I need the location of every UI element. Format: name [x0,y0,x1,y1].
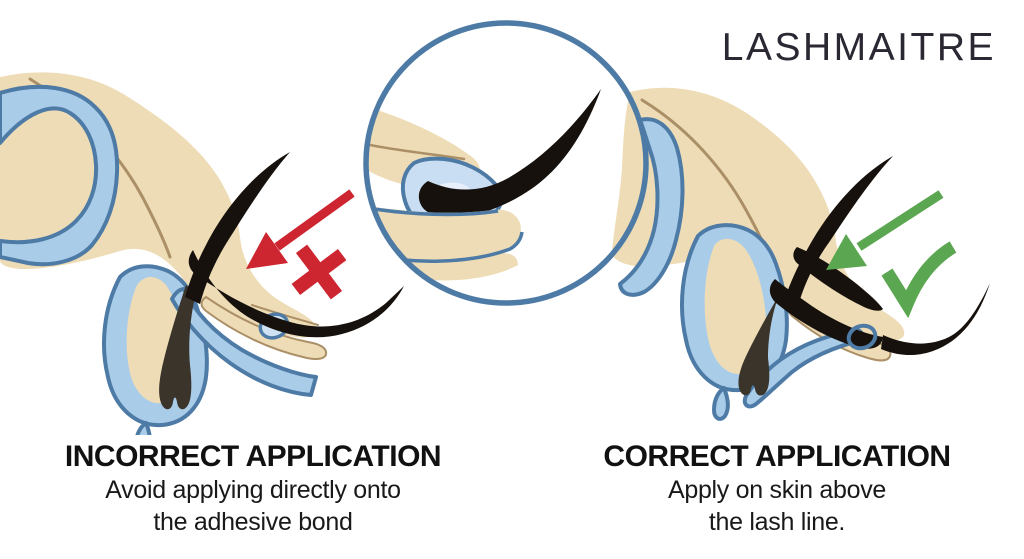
green-check-icon [881,241,957,319]
incorrect-markers [246,189,355,300]
red-arrow-head [246,232,288,269]
magnifier-lens [366,23,646,303]
correct-heading: CORRECT APPLICATION [603,440,951,473]
incorrect-line-1: Avoid applying directly onto [105,476,401,504]
red-cross-icon [291,244,347,300]
natural-lash [185,152,290,304]
long-lash-sweep [881,283,990,356]
eyelid-skin [0,72,317,338]
incorrect-line-2: the adhesive bond [153,508,353,536]
green-arrow-icon [856,190,944,251]
correct-line-2: the lash line. [708,508,846,536]
correct-diagram [612,87,990,421]
follicle-channel [704,238,767,375]
follicle-lining-tail [135,421,152,435]
extension-lash-above-line [793,247,883,311]
lash-follicle-bulb [738,290,782,396]
lash-line-band [769,279,883,349]
brand-logo: LASHMAITRE [721,26,996,69]
follicle-lining-tail [712,386,730,421]
correct-markers [826,190,957,319]
bond-point-ring [846,323,878,351]
magnified-membrane-line-top [368,205,499,217]
incorrect-caption: INCORRECT APPLICATION Avoid applying dir… [33,440,473,538]
conjunctiva-band [618,117,685,297]
green-arrow-head [826,234,867,270]
incorrect-heading: INCORRECT APPLICATION [64,440,442,473]
incorrect-diagram [0,72,404,435]
magnifier-ring [363,20,649,306]
lens-outline [363,20,649,306]
magnified-crease-line [368,143,466,161]
lower-membrane-band [170,287,318,397]
correct-caption: CORRECT APPLICATION Apply on skin above … [577,440,977,538]
correct-line-1: Apply on skin above [667,476,887,504]
magnified-lash [418,89,601,219]
magnified-lower-band [368,205,521,261]
lid-margin-line [251,304,319,326]
lash-follicle-bulb [159,285,196,410]
red-arrow-icon [274,189,355,251]
conjunctiva-band [0,84,120,267]
